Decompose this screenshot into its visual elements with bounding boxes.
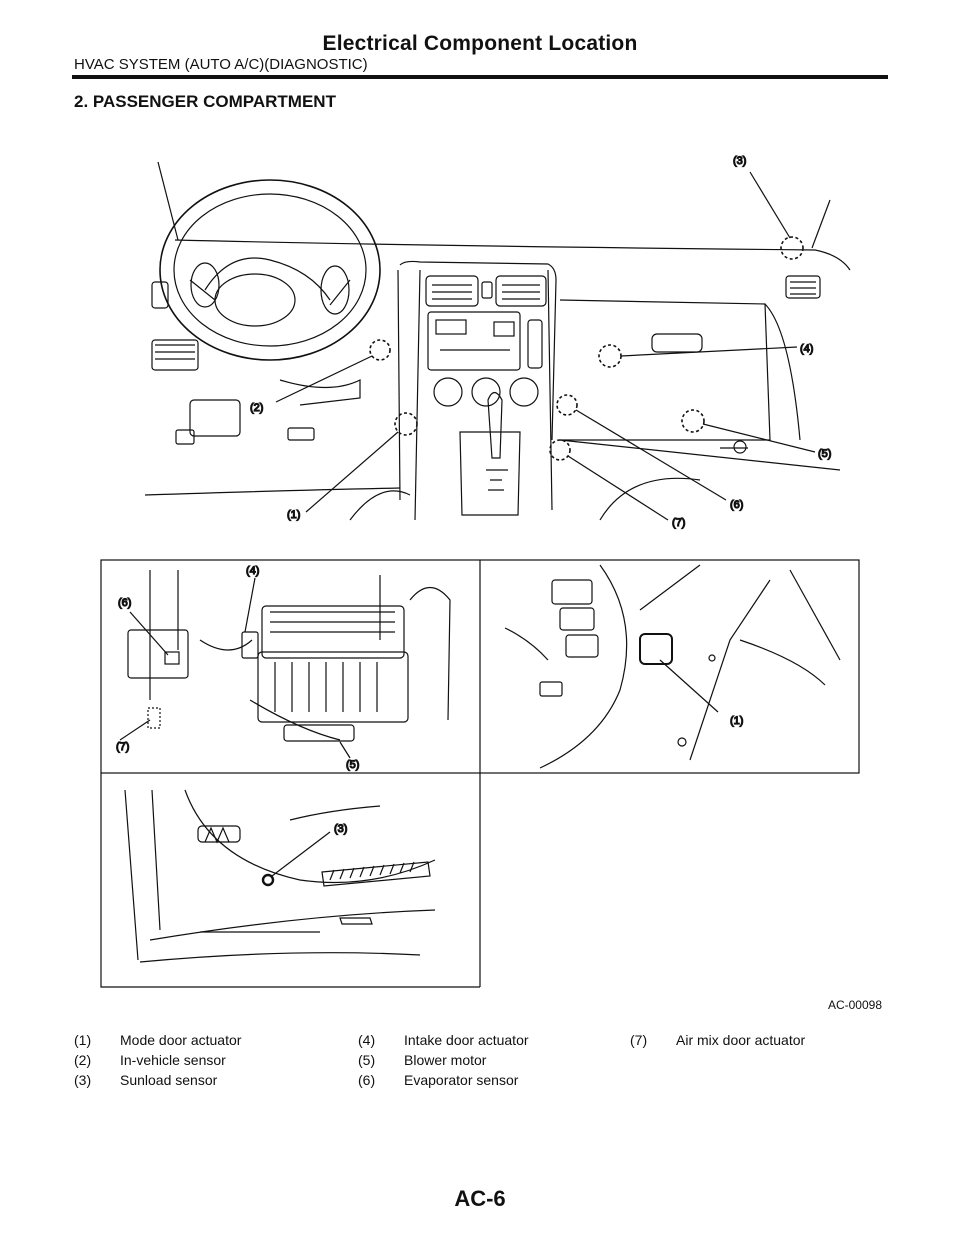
detail-mode-door-actuator: [504, 564, 841, 769]
header-divider: [72, 75, 888, 79]
callout-5: (5): [818, 448, 831, 460]
legend-item-7: (7) Air mix door actuator: [630, 1032, 805, 1048]
legend-item-2: (2) In-vehicle sensor: [74, 1052, 226, 1068]
page-number: AC-6: [454, 1186, 506, 1211]
detail-callout-1: (1): [730, 715, 743, 727]
detail-sunload-sensor: [124, 789, 436, 963]
figure-id: AC-00098: [827, 998, 882, 1012]
legend-label: Sunload sensor: [120, 1072, 218, 1088]
legend-label: Blower motor: [404, 1052, 487, 1068]
detail-callout-5: (5): [346, 759, 359, 771]
component-location-figure: (3) (4) (5) (2) (1) (6) (7) (6) (4) (7) …: [100, 154, 860, 988]
legend-num: (6): [358, 1072, 376, 1088]
legend-label: Air mix door actuator: [676, 1032, 806, 1048]
legend-label: Intake door actuator: [404, 1032, 529, 1048]
detail-hvac-unit: [119, 570, 451, 759]
section-header: HVAC SYSTEM (AUTO A/C)(DIAGNOSTIC): [74, 56, 368, 73]
legend-num: (4): [358, 1032, 376, 1048]
legend-item-4: (4) Intake door actuator: [358, 1032, 529, 1048]
legend-item-3: (3) Sunload sensor: [74, 1072, 217, 1088]
callout-1: (1): [287, 509, 300, 521]
callout-3: (3): [733, 155, 746, 167]
detail-callout-3: (3): [334, 823, 347, 835]
page-title: Electrical Component Location: [322, 32, 638, 55]
legend-num: (3): [74, 1072, 92, 1088]
legend-label: Mode door actuator: [120, 1032, 242, 1048]
callout-6: (6): [730, 499, 743, 511]
detail-callout-7: (7): [116, 741, 129, 753]
legend-label: Evaporator sensor: [404, 1072, 519, 1088]
dashboard-illustration: [144, 161, 851, 521]
legend-item-1: (1) Mode door actuator: [74, 1032, 241, 1048]
legend-label: In-vehicle sensor: [120, 1052, 226, 1068]
legend-item-6: (6) Evaporator sensor: [358, 1072, 518, 1088]
legend-num: (1): [74, 1032, 92, 1048]
detail-callout-6: (6): [118, 597, 131, 609]
callout-7: (7): [672, 517, 685, 529]
detail-panels-frame: [100, 559, 860, 988]
detail-callout-4: (4): [246, 565, 259, 577]
legend-num: (2): [74, 1052, 92, 1068]
legend-num: (5): [358, 1052, 376, 1068]
callout-4: (4): [800, 343, 813, 355]
legend-num: (7): [630, 1032, 648, 1048]
section-heading: 2. PASSENGER COMPARTMENT: [74, 92, 336, 111]
legend-item-5: (5) Blower motor: [358, 1052, 486, 1068]
callout-2: (2): [250, 402, 263, 414]
